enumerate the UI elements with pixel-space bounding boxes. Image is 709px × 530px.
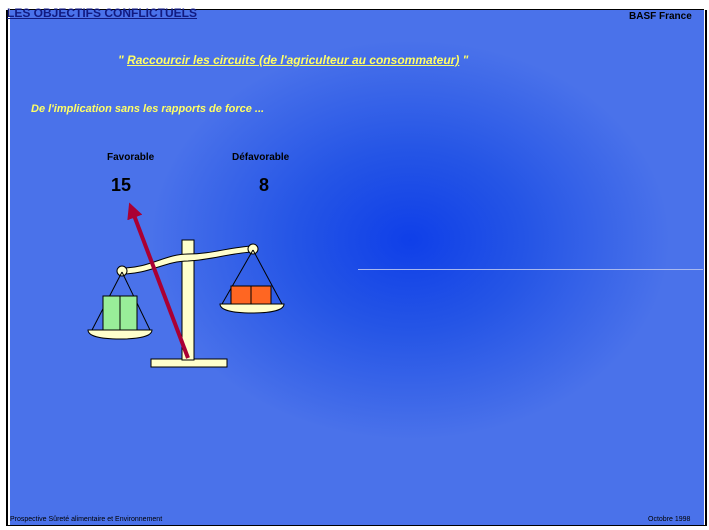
left-border	[6, 10, 8, 525]
scale-pillar	[181, 239, 195, 361]
beam-right-knob	[247, 243, 259, 255]
favorable-value: 15	[111, 175, 132, 195]
beam-left-knob	[116, 265, 128, 277]
footer-left: Prospective Sûreté alimentaire et Enviro…	[10, 516, 163, 523]
subtitle-main: Raccourcir les circuits (de l'agriculteu…	[127, 53, 460, 67]
left-pan	[87, 329, 153, 340]
tilt-arrow	[127, 202, 190, 359]
bottom-border	[6, 525, 707, 526]
slide-subtitle: " Raccourcir les circuits (de l'agricult…	[118, 53, 468, 67]
horizontal-rule	[358, 269, 703, 270]
unfavorable-value: 8	[259, 175, 270, 195]
footer-right: Octobre 1998	[648, 516, 691, 523]
right-border	[705, 10, 707, 525]
slide-tagline: De l'implication sans les rapports de fo…	[31, 103, 265, 115]
right-pan	[219, 303, 285, 314]
subtitle-close-quote: "	[459, 53, 469, 67]
right-pan-string	[221, 249, 254, 305]
subtitle-open-quote: "	[118, 53, 128, 67]
favorable-label: Favorable	[107, 152, 155, 163]
brand-label: BASF France	[629, 11, 692, 22]
unfavorable-label: Défavorable	[232, 152, 290, 163]
slide-title: LES OBJECTIFS CONFLICTUELS	[7, 6, 198, 20]
top-border	[10, 9, 704, 10]
right-pan-string	[252, 249, 283, 305]
